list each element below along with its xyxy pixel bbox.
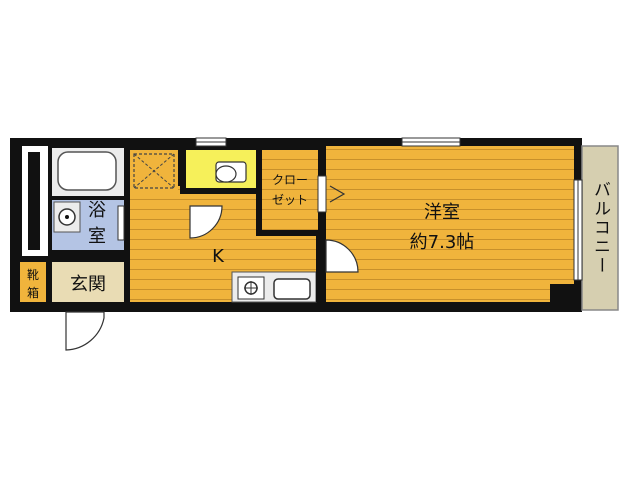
wall-toilet-left (180, 146, 186, 192)
balcony (581, 145, 619, 311)
bath-door (117, 205, 125, 241)
wall-bath-right (124, 146, 130, 250)
sink (273, 278, 311, 300)
wall-toilet-bottom (180, 188, 258, 194)
wall-toilet-right (256, 146, 262, 232)
shoe-label-2: 箱 (27, 285, 39, 300)
wall-entrance-right (124, 262, 130, 302)
wall-room-divider (316, 232, 326, 302)
closet-label-1: クロー (272, 173, 308, 187)
shoe-label-1: 靴 (27, 268, 39, 282)
western-room-label: 洋室 (424, 202, 460, 223)
shoe-cabinet (20, 262, 46, 302)
washer-frame (133, 153, 175, 189)
basin-drain (65, 215, 69, 219)
bath-label-bottom: 室 (88, 226, 106, 247)
wall-bath-mid (48, 196, 124, 200)
wall-shoe (46, 262, 52, 302)
entrance-label: 玄関 (70, 274, 106, 295)
pillar (550, 284, 574, 302)
closet-door-mark (329, 185, 346, 203)
toilet-door (189, 205, 223, 239)
room-door (325, 239, 359, 273)
bathtub (57, 151, 117, 191)
closet-door (317, 175, 327, 213)
western-room-floor (326, 146, 574, 302)
western-room-size: 約7.3帖 (410, 232, 475, 253)
washer-x-2 (133, 153, 175, 189)
front-door (65, 311, 105, 351)
closet-label-2: ゼット (272, 193, 308, 207)
entrance-floor (52, 262, 124, 302)
closet-floor (262, 150, 318, 230)
left-storage-inner (28, 152, 40, 250)
balcony-label: バルコニー (590, 181, 610, 276)
wall-closet-bottom (256, 230, 322, 236)
bath-label-top: 浴 (88, 200, 106, 221)
wall-entrance-top (48, 256, 130, 262)
toilet-bowl (215, 165, 237, 183)
kitchen-label: K (212, 246, 225, 267)
